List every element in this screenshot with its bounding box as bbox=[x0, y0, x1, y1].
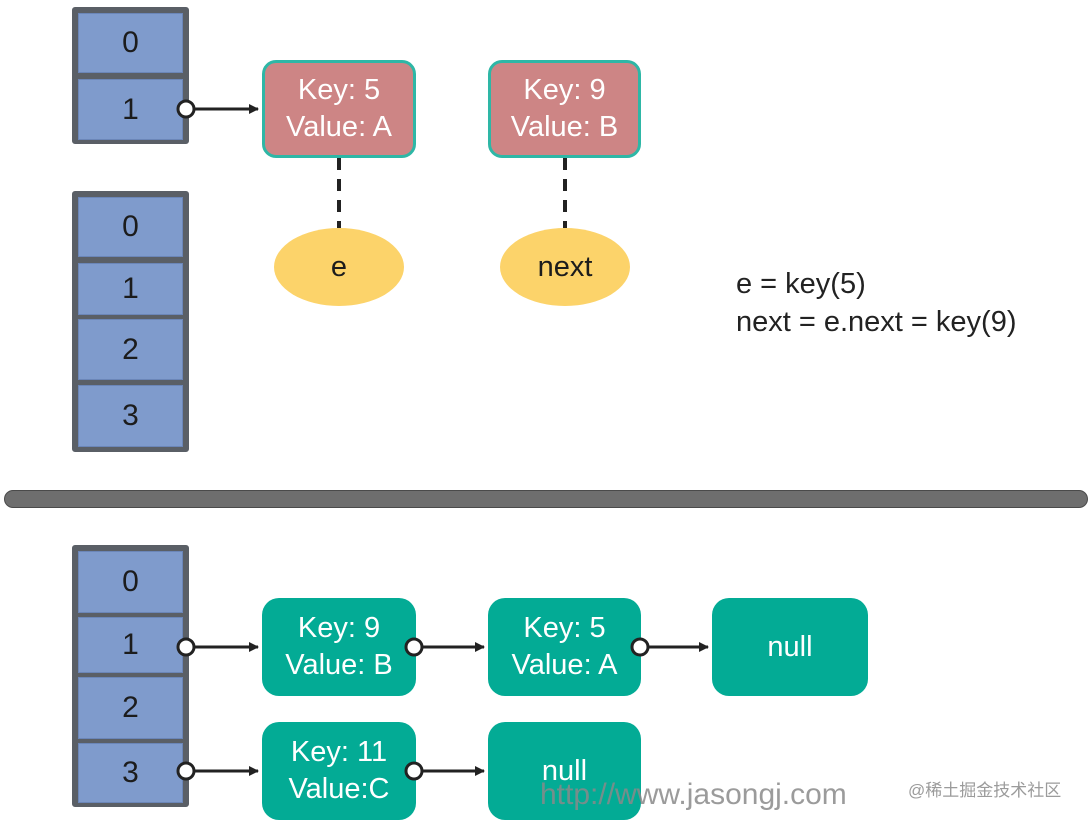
pointer-e: e bbox=[274, 228, 404, 306]
node-key: Key: 5 bbox=[297, 74, 381, 106]
node-key-11: Key: 11 Value:C bbox=[262, 722, 416, 820]
array-cell: 0 bbox=[78, 197, 183, 257]
old-array: 0 1 bbox=[72, 7, 189, 144]
node-value: Value: B bbox=[285, 649, 393, 681]
pointer-dot bbox=[176, 761, 196, 781]
array-cell: 1 bbox=[78, 617, 183, 673]
node-key: Key: 9 bbox=[297, 612, 381, 644]
null-label: null bbox=[767, 630, 813, 663]
resized-array: 0 1 2 3 bbox=[72, 545, 189, 807]
node-key-9: Key: 9 Value: B bbox=[262, 598, 416, 696]
node-key: Key: 5 bbox=[523, 612, 606, 644]
cell-index: 0 bbox=[122, 210, 139, 243]
node-value: Value: B bbox=[510, 111, 619, 143]
watermark-juejin: @稀土掘金技术社区 bbox=[908, 781, 1062, 800]
cell-index: 2 bbox=[122, 332, 139, 366]
node-value: Value:C bbox=[288, 773, 390, 805]
null-node: null bbox=[712, 598, 868, 696]
pointer-dot bbox=[176, 637, 196, 657]
pointer-dot bbox=[404, 637, 424, 657]
array-cell: 3 bbox=[78, 743, 183, 803]
cell-index: 1 bbox=[122, 628, 139, 661]
cell-index: 0 bbox=[122, 565, 139, 598]
node-value: Value: A bbox=[511, 649, 618, 681]
array-cell: 0 bbox=[78, 13, 183, 73]
pointer-dot bbox=[176, 99, 196, 119]
cell-index: 0 bbox=[122, 26, 139, 59]
pointer-dot bbox=[630, 637, 650, 657]
node-key: Key: 11 bbox=[290, 736, 388, 768]
cell-index: 3 bbox=[122, 756, 139, 789]
note-e: e = key(5) bbox=[736, 268, 866, 300]
pointer-label: next bbox=[537, 250, 593, 283]
node-key-5: Key: 5 Value: A bbox=[262, 60, 416, 158]
pointer-next: next bbox=[500, 228, 630, 306]
pointer-label: e bbox=[330, 250, 348, 283]
array-cell: 2 bbox=[78, 677, 183, 739]
array-cell: 1 bbox=[78, 263, 183, 315]
array-cell: 3 bbox=[78, 385, 183, 447]
note-next: next = e.next = key(9) bbox=[736, 306, 1017, 338]
watermark-url: http://www.jasongj.com bbox=[540, 778, 847, 811]
null-label: null bbox=[541, 754, 588, 787]
null-node: null bbox=[488, 722, 641, 820]
cell-index: 1 bbox=[122, 92, 139, 126]
node-value: Value: A bbox=[286, 111, 392, 143]
array-cell: 0 bbox=[78, 551, 183, 613]
node-key-5: Key: 5 Value: A bbox=[488, 598, 641, 696]
cell-index: 2 bbox=[122, 691, 139, 724]
node-key: Key: 9 bbox=[523, 74, 606, 106]
array-cell: 2 bbox=[78, 319, 183, 380]
node-key-9: Key: 9 Value: B bbox=[488, 60, 641, 158]
divider bbox=[4, 490, 1088, 508]
cell-index: 1 bbox=[122, 272, 139, 305]
cell-index: 3 bbox=[122, 399, 139, 432]
pointer-dot bbox=[404, 761, 424, 781]
new-array-empty: 0 1 2 3 bbox=[72, 191, 189, 452]
